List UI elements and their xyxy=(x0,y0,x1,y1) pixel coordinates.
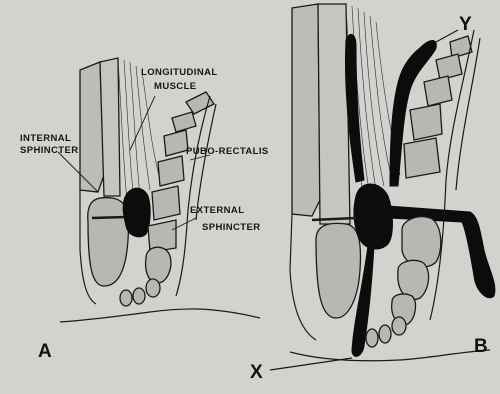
dentate-line-a xyxy=(92,217,125,218)
abscess-b-central xyxy=(354,184,393,249)
internal-sphincter-b-right xyxy=(318,4,350,224)
subcut-loop-b2 xyxy=(379,325,391,343)
internal-sphincter-lower-b xyxy=(316,223,360,318)
subcut-loop-b1 xyxy=(366,329,378,347)
label-sphincter-internal: SPHINCTER xyxy=(20,145,79,156)
label-internal: INTERNAL xyxy=(20,133,71,144)
subcut-loop-2 xyxy=(133,288,145,304)
panel-label-b: B xyxy=(474,336,488,357)
panel-a: LONGITUDINAL MUSCLE INTERNAL SPHINCTER P… xyxy=(20,58,269,362)
label-puborectalis: PUBO-RECTALIS xyxy=(186,146,269,157)
internal-sphincter-upper-right xyxy=(100,58,120,196)
panel-label-a: A xyxy=(38,341,52,362)
skin-line-b xyxy=(290,350,490,361)
label-external: EXTERNAL xyxy=(190,205,244,216)
label-sphincter-external: SPHINCTER xyxy=(202,222,261,233)
leader-x xyxy=(270,358,352,370)
label-longitudinal: LONGITUDINAL xyxy=(141,67,218,78)
subcut-loop-b3 xyxy=(392,317,406,335)
leader-longitudinal xyxy=(130,96,155,150)
subcut-loop-1 xyxy=(120,290,132,306)
internal-sphincter-lower xyxy=(88,198,129,286)
abscess-a xyxy=(123,188,150,237)
marker-y: Y xyxy=(459,14,472,35)
internal-sphincter-b xyxy=(292,4,320,216)
skin-line-a xyxy=(60,309,260,322)
panel-b: X Y B xyxy=(250,4,495,383)
label-muscle: MUSCLE xyxy=(154,81,197,92)
anal-canal-outline-b xyxy=(290,214,316,340)
subcut-loop-3 xyxy=(146,279,160,297)
marker-x: X xyxy=(250,362,263,383)
